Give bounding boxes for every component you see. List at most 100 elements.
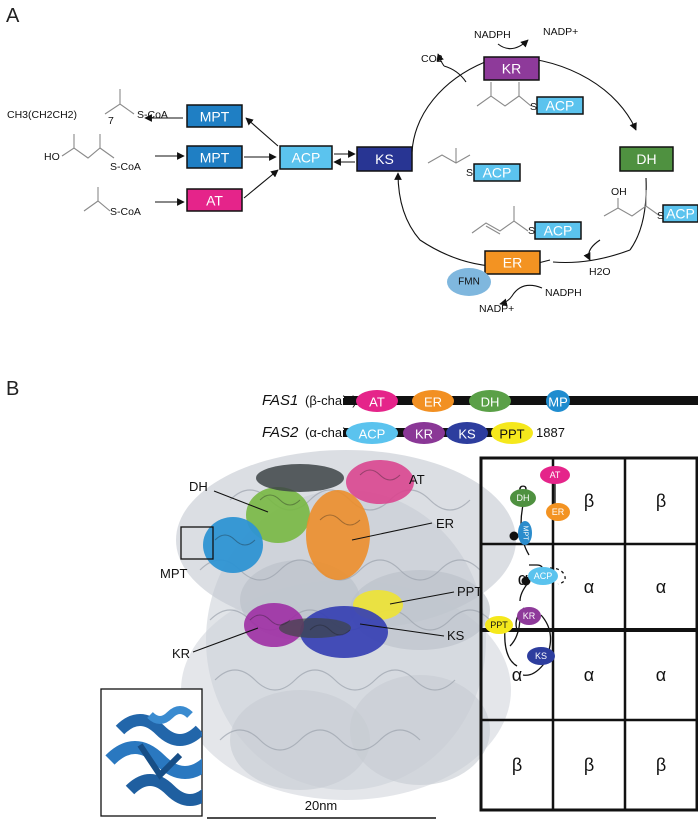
grid-er-label: ER — [552, 507, 565, 517]
grid-outline — [479, 456, 698, 812]
fas1-domain-mp-label: MP — [548, 395, 568, 410]
grid-cell-2-2: α — [656, 665, 666, 685]
acp-tag-c — [534, 221, 582, 240]
grid-cell-2-1: α — [584, 665, 594, 685]
ketoacyl-s-text: S — [530, 101, 537, 113]
at-box-label: AT — [206, 193, 223, 209]
grid-kr — [517, 607, 541, 625]
intermediate-hydroxyacyl: OH S ACP — [603, 186, 698, 223]
fas1-domain-mp — [546, 390, 570, 412]
acetyl-scoa-text: S-CoA — [110, 206, 141, 218]
fas1-bar — [344, 396, 698, 405]
acp-tag-c-label: ACP — [544, 223, 573, 239]
fas1-chain-label: (β-chain) — [305, 393, 357, 408]
nadp-top-text: NADP+ — [543, 26, 578, 38]
structure-label-ppt: PPT — [457, 584, 482, 599]
fas2-domain-kr — [403, 422, 445, 444]
grid-acp — [528, 567, 558, 585]
ks-box-label: KS — [375, 151, 394, 167]
fas1-domain-dh-label: DH — [481, 395, 500, 410]
grid-cell-2-0: α — [512, 665, 522, 685]
malonyl-ho-text: HO — [44, 151, 60, 163]
kr-box — [483, 56, 540, 81]
acp-tag-d-label: ACP — [666, 206, 695, 222]
dh-box — [619, 146, 674, 172]
acyl-chain-text: CH3(CH2CH2) — [7, 109, 77, 121]
fas-structure — [176, 450, 516, 800]
scale-bar-label: 20nm — [305, 798, 338, 813]
grid-ppt-label: PPT — [490, 620, 508, 630]
acp-tag-a — [536, 96, 584, 115]
substrate-acyl-coa: CH3(CH2CH2) 7 S-CoA — [7, 89, 168, 127]
grid-domain-annotations: AT DH ER MPT ACP KR PPT KS — [485, 466, 570, 676]
structure-label-at: AT — [409, 472, 425, 487]
grid-acp-label: ACP — [534, 571, 553, 581]
intermediate-ketoacyl: S ACP — [476, 82, 584, 115]
fas1-domain-er-label: ER — [424, 395, 442, 410]
oh-text: OH — [611, 186, 627, 198]
fas2-domain-acp — [346, 422, 398, 444]
grid-er — [546, 503, 570, 521]
enoyl-s-text: S — [528, 225, 535, 237]
mpt-inset-ribbon — [105, 706, 202, 806]
fmn-text: FMN — [458, 277, 480, 288]
grid-kr-label: KR — [523, 611, 536, 621]
fas2-domain-ppt — [491, 422, 533, 444]
acp-tag-b-label: ACP — [483, 165, 512, 181]
panel-b-label: B — [6, 378, 19, 400]
grid-mpt-label: MPT — [522, 526, 529, 542]
grid-ppt — [485, 616, 513, 634]
structure-kr-domain — [244, 603, 304, 647]
acp-tag-d — [662, 204, 698, 223]
grid-at-label: AT — [550, 470, 561, 480]
mpt-box-2-label: MPT — [200, 150, 230, 166]
h2o-text: H2O — [589, 266, 611, 278]
mpt-box-1 — [186, 104, 243, 128]
fas2-domain-ks — [446, 422, 488, 444]
fas2-gene: FAS2 — [262, 424, 299, 441]
mpt-zoom-box — [180, 526, 214, 560]
fas1-domain-at — [356, 390, 398, 412]
acp-tag-a-label: ACP — [546, 98, 575, 114]
structure-dh-domain — [246, 487, 310, 543]
intermediate-enoyl: S ACP — [471, 206, 582, 240]
grid-cell-1-1: α — [584, 577, 594, 597]
dh-box-label: DH — [636, 151, 656, 167]
structure-er-domain — [306, 490, 370, 580]
mpt-box-1-label: MPT — [200, 109, 230, 125]
malonyl-scoa-text: S-CoA — [110, 161, 141, 173]
fas2-length: 1887 — [536, 425, 565, 440]
intermediate-butyryl: S ACP — [427, 148, 521, 182]
fas2-domain-kr-label: KR — [415, 427, 433, 442]
structure-label-dh: DH — [189, 479, 208, 494]
er-box — [484, 250, 541, 275]
fas2-domain-ppt-label: PPT — [499, 427, 524, 442]
er-box-label: ER — [503, 255, 522, 271]
subunit-grid: βββααααααβββ — [479, 456, 698, 812]
grid-at — [540, 466, 570, 484]
fas1-domain-at-label: AT — [369, 395, 385, 410]
nadph-top-text: NADPH — [474, 29, 511, 41]
nadp-bottom-text: NADP+ — [479, 303, 514, 315]
butyryl-s-text: S — [466, 167, 473, 179]
structure-label-kr: KR — [172, 646, 190, 661]
structure-label-mpt: MPT — [160, 566, 188, 581]
grid-cell-0-2: β — [656, 491, 666, 511]
cycle-ring — [411, 61, 486, 153]
acyl-subscript: 7 — [108, 115, 114, 127]
grid-ks-label: KS — [535, 651, 547, 661]
fas2-chain-label: (α-chain) — [305, 425, 357, 440]
structure-at-domain — [346, 460, 414, 504]
grid-cell-3-1: β — [584, 755, 594, 775]
acp-box-label: ACP — [292, 150, 321, 166]
structure-dark-helices — [256, 464, 344, 492]
structure-label-ks: KS — [447, 628, 465, 643]
nadph-bottom-text: NADPH — [545, 287, 582, 299]
grid-mpt — [518, 521, 532, 545]
fas2-domain-ks-label: KS — [458, 427, 476, 442]
substrate-acetyl-coa: S-CoA — [83, 187, 141, 218]
kr-box-label: KR — [502, 61, 521, 77]
